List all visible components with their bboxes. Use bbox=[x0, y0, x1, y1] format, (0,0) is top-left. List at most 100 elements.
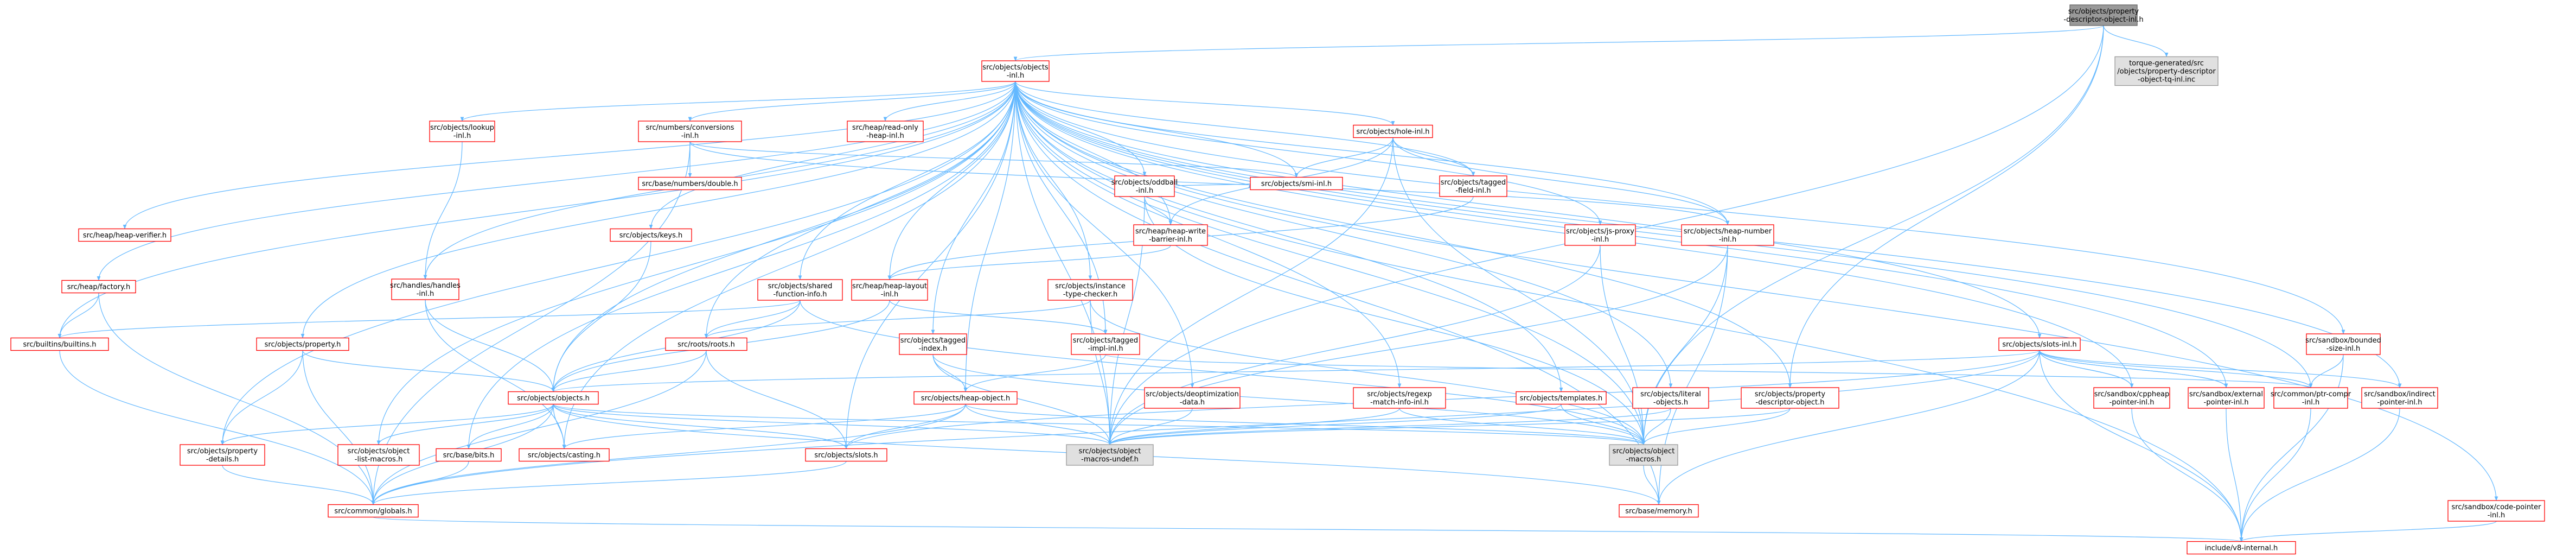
edge bbox=[931, 81, 1016, 334]
node-label: -inl.h bbox=[1719, 236, 1737, 244]
node-label: src/objects/slots.h bbox=[814, 452, 878, 460]
edge-slotsinl-to-ptrcompr bbox=[2039, 350, 2313, 388]
edge bbox=[2131, 408, 2243, 542]
edge bbox=[466, 404, 554, 450]
edge bbox=[1144, 196, 1173, 225]
node-regexp[interactable]: src/objects/regexp-match-info-inl.h bbox=[1353, 387, 1446, 409]
edge-roots-to-objectsh bbox=[551, 350, 707, 393]
node-oddball[interactable]: src/objects/oddball-inl.h bbox=[1111, 175, 1178, 197]
edge bbox=[1015, 81, 1602, 225]
node-deopt[interactable]: src/objects/deoptimization-data.h bbox=[1144, 387, 1241, 409]
node-sandboxbounded[interactable]: src/sandbox/bounded-size-inl.h bbox=[2305, 333, 2381, 355]
node-instance[interactable]: src/objects/instance-type-checker.h bbox=[1047, 279, 1133, 301]
edge-builtins-to-globals bbox=[59, 350, 375, 505]
node-label: -match-info-inl.h bbox=[1370, 398, 1429, 407]
edge-holeinl-to-heapnumber bbox=[1392, 137, 1730, 225]
node-box bbox=[2187, 541, 2296, 555]
node-memory[interactable]: src/base/memory.h bbox=[1619, 504, 1699, 518]
edge-instance-to-macrosundef bbox=[1090, 300, 1112, 445]
edge-objinl-to-macrosundef bbox=[1015, 81, 1112, 445]
node-heaplayout[interactable]: src/heap/heap-layout-inl.h bbox=[851, 279, 928, 301]
node-literal[interactable]: src/objects/literal-objects.h bbox=[1632, 387, 1709, 409]
edge bbox=[466, 81, 1016, 450]
node-root[interactable]: src/objects/property-descriptor-object-i… bbox=[2063, 4, 2144, 26]
node-label: src/objects/slots-inl.h bbox=[2002, 341, 2076, 349]
node-cppheap[interactable]: src/sandbox/cppheap-pointer-inl.h bbox=[2093, 387, 2170, 409]
node-heapverif[interactable]: src/heap/heap-verifier.h bbox=[78, 228, 171, 242]
node-objinl[interactable]: src/objects/objects-inl.h bbox=[981, 60, 1050, 82]
edge-cppheap-to-v8internal bbox=[2131, 408, 2243, 542]
edge bbox=[1641, 408, 1671, 445]
edge-objectsh-to-macrosundef bbox=[553, 404, 1112, 445]
node-label: -macros-undef.h bbox=[1081, 455, 1139, 464]
edge-keys-to-objectsh bbox=[551, 241, 651, 393]
node-globals[interactable]: src/common/globals.h bbox=[328, 504, 419, 518]
node-listmacros[interactable]: src/objects/object-list-macros.h bbox=[337, 444, 420, 466]
edge-bits-to-globals bbox=[371, 461, 469, 505]
node-smiinl[interactable]: src/objects/smi-inl.h bbox=[1250, 176, 1343, 191]
node-jsproxy[interactable]: src/objects/js-proxy-inl.h bbox=[1564, 224, 1636, 246]
edge-objinl-to-numconv bbox=[688, 81, 1016, 122]
edge bbox=[649, 81, 1016, 230]
node-label: src/objects/tagged bbox=[1073, 337, 1138, 345]
node-templates[interactable]: src/objects/templates.h bbox=[1516, 391, 1607, 405]
node-label: src/objects/property bbox=[2068, 8, 2139, 16]
node-lookup[interactable]: src/objects/lookup-inl.h bbox=[429, 121, 495, 142]
node-property[interactable]: src/objects/property.h bbox=[256, 337, 349, 351]
edge-shared-to-builtins bbox=[57, 300, 801, 339]
node-taggedindex[interactable]: src/objects/tagged-index.h bbox=[899, 333, 967, 355]
edge-holeinl-to-smiinl bbox=[1294, 137, 1394, 178]
node-label: -list-macros.h bbox=[355, 455, 402, 464]
node-readonly[interactable]: src/heap/read-only-heap-inl.h bbox=[847, 121, 924, 142]
node-box bbox=[2093, 387, 2170, 409]
edge-handles-to-objectsh bbox=[425, 299, 555, 393]
node-holeinl[interactable]: src/objects/hole-inl.h bbox=[1353, 124, 1433, 138]
node-casting[interactable]: src/objects/casting.h bbox=[519, 448, 610, 462]
node-label: -inl.h bbox=[453, 132, 471, 140]
node-taggedfield[interactable]: src/objects/tagged-field-inl.h bbox=[1439, 175, 1507, 197]
node-taggedimpl[interactable]: src/objects/tagged-impl-inl.h bbox=[1071, 333, 1140, 355]
node-propdetails[interactable]: src/objects/property-details.h bbox=[180, 444, 265, 466]
node-handles[interactable]: src/handles/handles-inl.h bbox=[390, 278, 461, 300]
node-propdesc[interactable]: src/objects/property-descriptor-object.h bbox=[1741, 387, 1839, 409]
node-writebarrier[interactable]: src/heap/heap-write-barrier-inl.h bbox=[1133, 224, 1208, 246]
node-heapobject[interactable]: src/objects/heap-object.h bbox=[913, 391, 1018, 405]
node-numconv[interactable]: src/numbers/conversions-inl.h bbox=[638, 121, 742, 142]
node-slots[interactable]: src/objects/slots.h bbox=[805, 448, 887, 462]
node-box bbox=[1353, 387, 1446, 409]
node-builtins[interactable]: src/builtins/builtins.h bbox=[10, 337, 109, 351]
node-factory[interactable]: src/heap/factory.h bbox=[61, 280, 136, 294]
node-v8internal[interactable]: include/v8-internal.h bbox=[2187, 541, 2296, 555]
node-box bbox=[1144, 387, 1241, 409]
node-codepointer[interactable]: src/sandbox/code-pointer-inl.h bbox=[2447, 500, 2545, 522]
node-label: -function-info.h bbox=[773, 290, 827, 299]
node-double[interactable]: src/base/numbers/double.h bbox=[638, 176, 742, 191]
node-roots[interactable]: src/roots/roots.h bbox=[665, 337, 747, 351]
node-label: -descriptor-object.h bbox=[1756, 398, 1825, 407]
edge bbox=[371, 141, 691, 505]
edge-roots-to-globals bbox=[371, 350, 707, 505]
edge-objinl-to-property bbox=[301, 81, 1016, 339]
edge bbox=[689, 141, 1299, 178]
node-bits[interactable]: src/base/bits.h bbox=[436, 448, 502, 462]
node-box bbox=[61, 280, 136, 294]
node-label: src/objects/heap-number bbox=[1684, 227, 1772, 236]
node-label: -heap-inl.h bbox=[866, 132, 904, 140]
node-box bbox=[913, 391, 1018, 405]
node-slotsinl[interactable]: src/objects/slots-inl.h bbox=[1998, 337, 2081, 351]
node-objectsh[interactable]: src/objects/objects.h bbox=[508, 391, 599, 405]
node-external[interactable]: src/sandbox/external-pointer-inl.h bbox=[2188, 387, 2265, 409]
node-box bbox=[391, 278, 459, 300]
node-shared[interactable]: src/objects/shared-function-info.h bbox=[757, 279, 843, 301]
edge-ptrcompr-to-v8internal bbox=[2239, 408, 2311, 542]
node-ptrcompr[interactable]: src/common/ptr-compr-inl.h bbox=[2271, 387, 2351, 409]
node-label: src/sandbox/external bbox=[2189, 390, 2263, 398]
node-indirect[interactable]: src/sandbox/indirect-pointer-inl.h bbox=[2361, 387, 2438, 409]
node-heapnumber[interactable]: src/objects/heap-number-inl.h bbox=[1681, 224, 1774, 246]
node-keys[interactable]: src/objects/keys.h bbox=[610, 228, 692, 242]
edge-handles-to-casting bbox=[425, 299, 566, 450]
node-label: src/sandbox/code-pointer bbox=[2451, 503, 2541, 511]
edge-taggedindex-to-heapobject bbox=[932, 354, 968, 393]
node-label: src/objects/keys.h bbox=[619, 232, 682, 240]
